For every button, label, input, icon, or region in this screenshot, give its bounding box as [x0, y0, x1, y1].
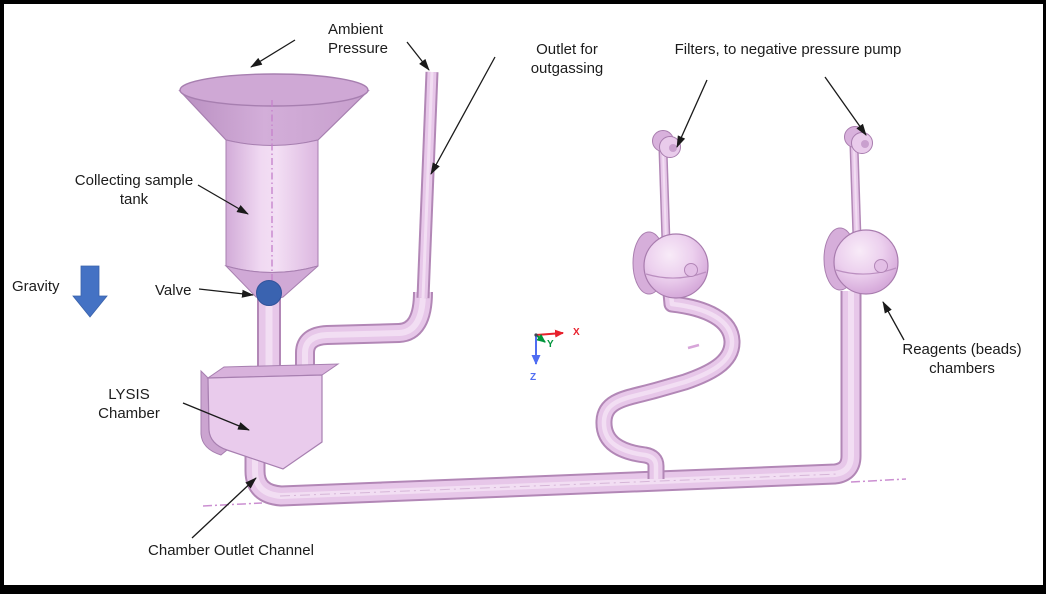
arrow-ambient-right [406, 41, 430, 71]
arrow-ambient-left [250, 39, 296, 68]
triad-x-label: X [573, 327, 580, 338]
chamber-sphere-right [833, 229, 899, 295]
label-outlet-outgassing: Outlet for outgassing [530, 41, 604, 77]
reagent-chamber-right [823, 126, 899, 295]
label-ambient-pressure: Ambient Pressure [328, 21, 389, 57]
serpentine-pipe [604, 293, 732, 479]
annotation-arrows [182, 39, 905, 539]
arrow-lysis [182, 402, 250, 431]
arrow-valve [198, 288, 254, 298]
stray-dash [687, 343, 700, 350]
arrow-filter-left [676, 79, 708, 148]
arrow-chamber-outlet [191, 477, 257, 539]
coordinate-triad [531, 329, 564, 365]
centerline-left [202, 502, 263, 507]
triad-y-axis [535, 333, 546, 343]
triad-z-label: Z [530, 372, 537, 383]
filter-right [844, 126, 873, 154]
gravity-arrow [72, 265, 108, 318]
pipe-centerline-inner [279, 473, 839, 497]
sphere-port-right [874, 259, 888, 273]
label-gravity: Gravity [12, 278, 60, 295]
label-chamber-outlet: Chamber Outlet Channel [148, 542, 314, 559]
label-lysis-chamber: LYSIS Chamber [98, 386, 160, 422]
label-reagents: Reagents (beads) chambers [902, 341, 1022, 377]
arrow-collecting [197, 184, 249, 215]
arrow-reagents [882, 301, 905, 341]
main-outlet-pipe [255, 291, 851, 496]
filter-left [652, 130, 681, 158]
arrow-outgassing [430, 56, 496, 175]
collecting-sample-tank [178, 73, 370, 300]
label-valve: Valve [155, 282, 192, 299]
lysis-front-face [207, 374, 323, 470]
lysis-chamber [200, 363, 340, 470]
sphere-seam-left [645, 271, 707, 279]
centerline-right [850, 478, 907, 483]
sphere-port-left [684, 263, 698, 277]
sphere-seam-right [835, 267, 897, 275]
triad-y-label: Y [547, 339, 554, 350]
label-collecting-tank: Collecting sample tank [74, 172, 194, 208]
label-filters: Filters, to negative pressure pump [674, 41, 902, 58]
arrow-filter-right [824, 76, 867, 136]
triad-x-axis [535, 329, 564, 338]
chamber-sphere-left [643, 233, 709, 299]
reagent-chamber-left [632, 130, 709, 299]
valve-ball [256, 280, 282, 306]
tank-funnel-rim [179, 73, 369, 107]
